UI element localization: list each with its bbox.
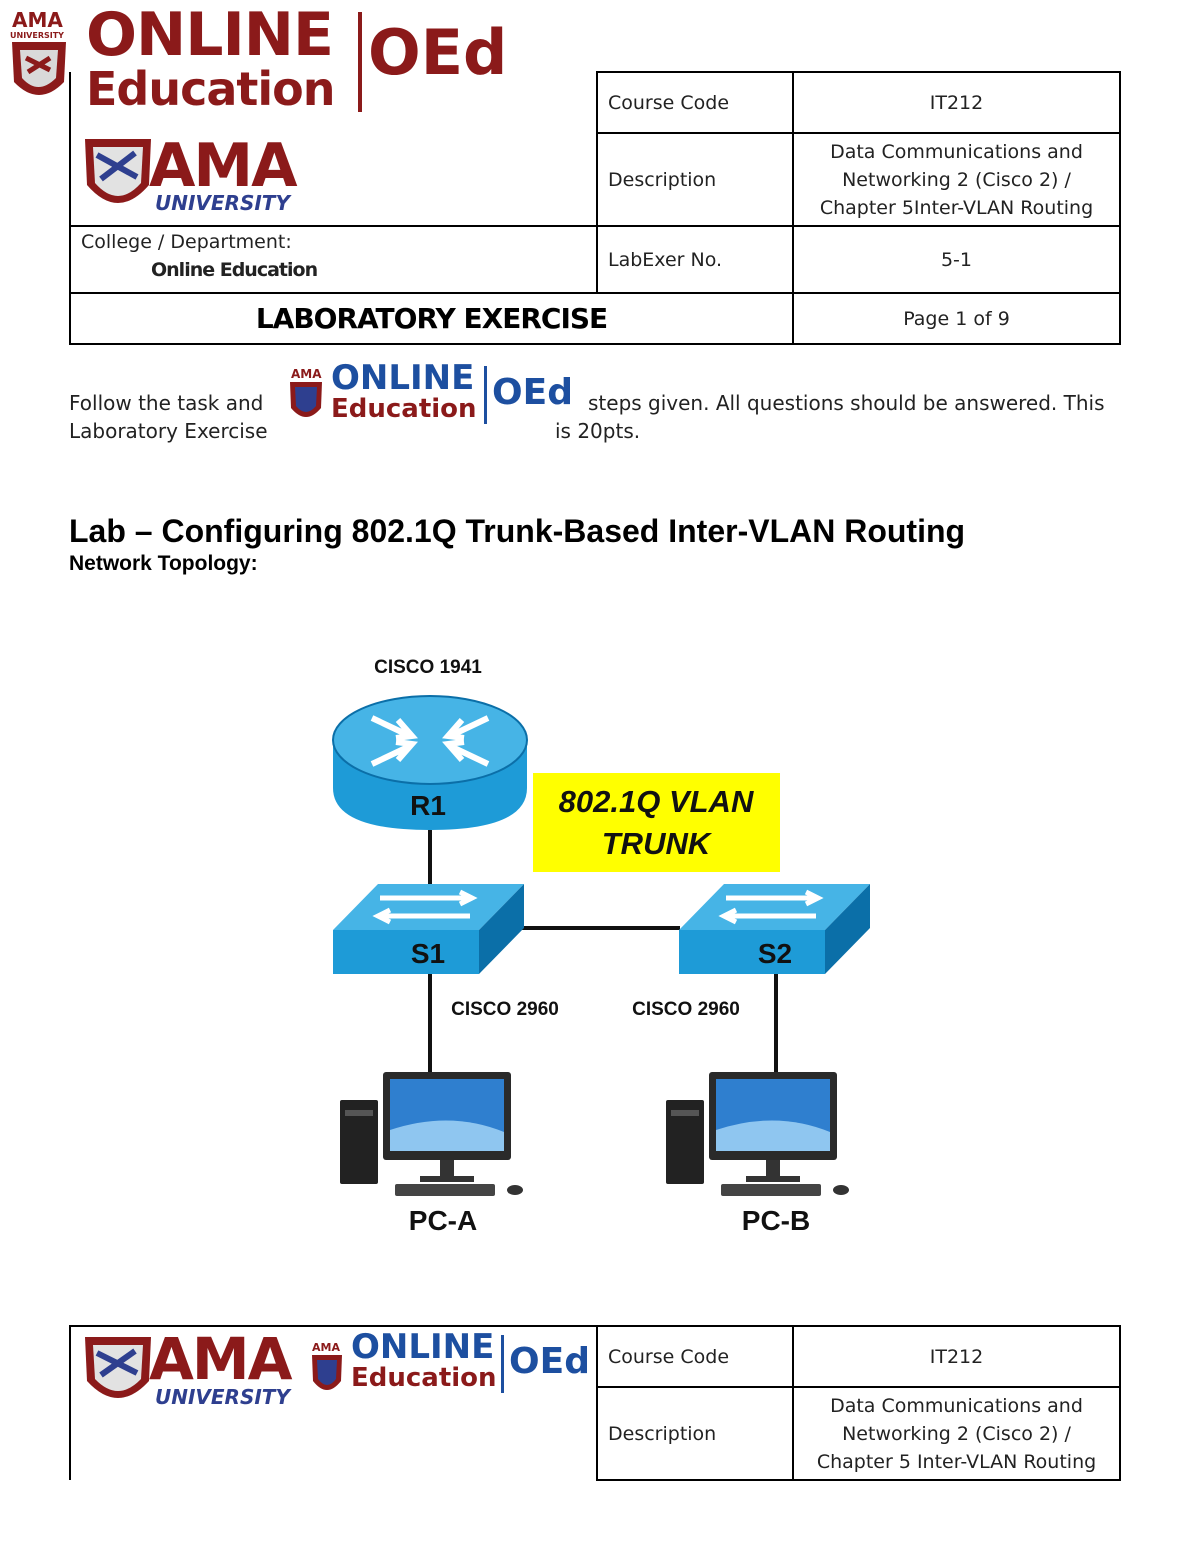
footer-logo-divider xyxy=(501,1335,504,1393)
switch-s2-model-label: CISCO 2960 xyxy=(632,999,740,1020)
page-number: Page 1 of 9 xyxy=(792,292,1121,345)
router-r1-icon xyxy=(332,695,528,830)
ama-university: UNIVERSITY xyxy=(155,191,290,215)
course-code-value: IT212 xyxy=(792,71,1121,134)
pc-b-label: PC-B xyxy=(742,1205,810,1236)
intro-oed-logo: AMA ONLINE Education OEd xyxy=(287,358,577,432)
lab-subtitle: Network Topology: xyxy=(69,552,258,575)
trunk-label-box xyxy=(533,773,780,872)
network-topology: CISCO 1941 R1 802.1Q VLAN TRUNK S1 S2 CI… xyxy=(332,657,870,1236)
logo-online-text: ONLINE xyxy=(86,0,334,70)
college-value: Online Education xyxy=(151,259,318,281)
lab-title: Lab – Configuring 802.1Q Trunk-Based Int… xyxy=(69,513,966,549)
ama-shield-icon xyxy=(12,42,66,95)
intro-logo-education: Education xyxy=(331,394,477,424)
switch-s2-name: S2 xyxy=(758,938,792,969)
pc-a-icon xyxy=(340,1072,523,1196)
footer-description-value: Data Communications and Networking 2 (Ci… xyxy=(792,1386,1121,1481)
header-logo-cell: AMA UNIVERSITY xyxy=(69,72,598,227)
trunk-label-line-1: 802.1Q VLAN xyxy=(559,784,754,819)
description-value: Data Communications and Networking 2 (Ci… xyxy=(792,132,1121,227)
svg-text:AMA: AMA xyxy=(291,367,322,381)
footer-description-line-2: Networking 2 (Cisco 2) / xyxy=(842,1422,1071,1445)
laboratory-exercise-banner: LABORATORY EXERCISE xyxy=(69,292,794,345)
header-table: AMA UNIVERSITY Course Code IT212 Descrip… xyxy=(69,71,1121,345)
course-code-label: Course Code xyxy=(596,71,794,134)
description-line-2: Networking 2 (Cisco 2) / xyxy=(842,168,1071,191)
labexer-label: LabExer No. xyxy=(596,225,794,294)
university-badge-text: UNIVERSITY xyxy=(10,31,64,40)
intro-logo-divider xyxy=(484,366,487,424)
ama-name: AMA xyxy=(149,131,298,201)
description-line-3: Chapter 5Inter-VLAN Routing xyxy=(819,196,1094,219)
ama-shield-icon: AMA xyxy=(312,1341,342,1390)
footer-logo-education: Education xyxy=(351,1363,497,1393)
ama-badge-text: AMA xyxy=(12,8,63,32)
footer-logo-cell: AMA UNIVERSITY AMA ONLINE Education OEd xyxy=(69,1325,598,1480)
trunk-label-line-2: TRUNK xyxy=(602,826,713,861)
router-name-label: R1 xyxy=(410,790,446,821)
switch-s1-model-label: CISCO 2960 xyxy=(451,999,559,1020)
svg-text:AMA: AMA xyxy=(312,1341,340,1354)
footer-ama-university: UNIVERSITY xyxy=(155,1385,290,1409)
description-label: Description xyxy=(596,132,794,227)
college-cell: College / Department: Online Education xyxy=(69,225,598,294)
footer-logo-online: ONLINE xyxy=(351,1327,495,1367)
switch-s1-icon xyxy=(333,884,524,974)
footer-description-line-3: Chapter 5 Inter-VLAN Routing xyxy=(816,1450,1097,1473)
footer-description-label: Description xyxy=(596,1386,794,1481)
footer-course-code-value: IT212 xyxy=(792,1325,1121,1388)
intro-logo-oed: OEd xyxy=(492,372,573,413)
description-line-1: Data Communications and xyxy=(830,140,1083,163)
labexer-value: 5-1 xyxy=(792,225,1121,294)
college-label: College / Department: xyxy=(81,231,292,253)
intro-right-line-1: steps given. All questions should be ans… xyxy=(588,391,1105,415)
ama-shield-icon: AMA xyxy=(290,367,322,417)
switch-s2-icon xyxy=(679,884,870,974)
pc-a-label: PC-A xyxy=(409,1205,477,1236)
intro-right-line-2: is 20pts. xyxy=(555,419,641,443)
intro-left: Follow the task and Laboratory Exercise xyxy=(69,389,268,445)
pc-b-icon xyxy=(666,1072,849,1196)
intro-right: steps given. All questions should be ans… xyxy=(555,389,1105,445)
ama-shield-icon xyxy=(85,139,151,203)
intro-left-line-1: Follow the task and xyxy=(69,391,264,415)
footer-description-line-1: Data Communications and xyxy=(830,1394,1083,1417)
footer-logos: AMA UNIVERSITY AMA ONLINE Education OEd xyxy=(81,1325,590,1477)
footer-ama-name: AMA xyxy=(149,1325,292,1393)
footer-table: AMA UNIVERSITY AMA ONLINE Education OEd … xyxy=(69,1325,1121,1481)
footer-course-code-label: Course Code xyxy=(596,1325,794,1388)
logo-divider xyxy=(358,12,362,112)
router-model-label: CISCO 1941 xyxy=(374,657,482,678)
footer-logo-oed: OEd xyxy=(509,1341,590,1382)
intro-logo-online: ONLINE xyxy=(331,358,475,398)
ama-university-logo: AMA UNIVERSITY xyxy=(81,131,586,225)
intro-left-line-2: Laboratory Exercise xyxy=(69,419,268,443)
ama-shield-icon xyxy=(85,1337,151,1398)
switch-s1-name: S1 xyxy=(411,938,445,969)
